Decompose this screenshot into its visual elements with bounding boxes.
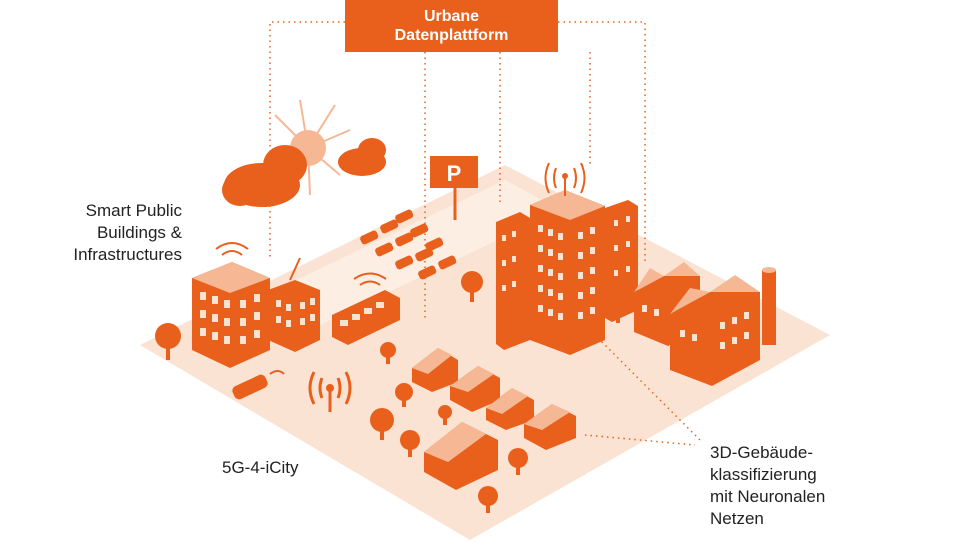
classification-line4: Netzen [710,509,764,528]
parking-cars [360,209,457,280]
tower-building [496,162,638,355]
office-building-left [192,242,270,368]
factory-building [634,262,776,386]
parking-sign: P [430,156,478,220]
connector-lines [269,21,701,446]
smart-public-line2: Buildings & [96,223,182,242]
bus [332,272,400,345]
smart-public-label: Smart Public Buildings & Infrastructures [30,200,182,266]
ground-plane [140,165,830,540]
house-roofs [412,348,570,462]
smart-public-line1: Smart Public [85,201,182,220]
city-label: 5G-4-iCity [222,458,299,477]
classification-line1: 3D-Gebäude- [710,443,814,462]
street-car [232,370,285,400]
road [265,180,560,325]
classification-line3: mit Neuronalen [710,487,826,506]
smart-public-line3: Infrastructures [73,245,182,264]
office-building-small [268,257,320,352]
classification-label: 3D-Gebäude- klassifizierung mit Neuronal… [710,442,825,530]
platform-title-line2: Datenplattform [394,27,509,44]
cloud-icon-small [338,138,386,176]
classification-line2: klassifizierung [710,465,817,484]
platform-title-line1: Urbane [423,8,480,25]
parking-sign-letter: P [447,161,462,186]
data-platform-box: Urbane Datenplattform [345,0,558,52]
cloud-icon [222,145,307,207]
